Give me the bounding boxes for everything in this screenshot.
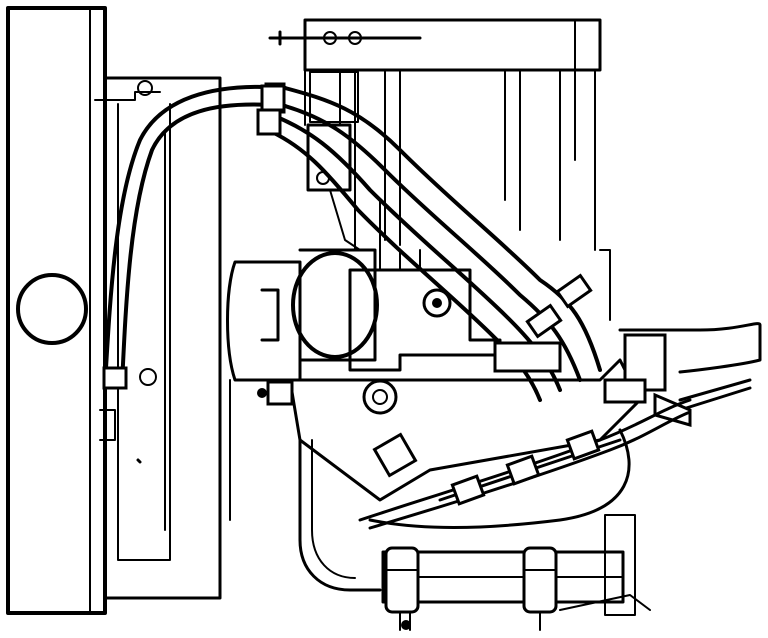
fuel-injection-pump (226, 248, 562, 382)
bracket-brace (559, 594, 651, 611)
radiator-mark (136, 458, 142, 464)
radiator-lower-bracket (99, 409, 116, 441)
radiator-upper-bracket (94, 91, 161, 101)
hose-outer-edge (103, 84, 287, 387)
bracket-bolt-right (522, 546, 558, 614)
hose-a-outer (283, 86, 602, 372)
fuel-filter-assembly (257, 322, 762, 502)
fuel-line-clamp-1 (450, 474, 486, 506)
filter-bolt-inner (372, 389, 388, 405)
pump-body-bolt (422, 288, 452, 318)
fuel-line-clamp-2 (505, 454, 541, 486)
radiator-bracket-bolt (137, 80, 153, 96)
oil-pan-inner (311, 439, 356, 579)
oil-pan-edge (298, 438, 382, 592)
head-right-edge (574, 19, 596, 251)
block-lines (329, 189, 401, 256)
frame-rail-right (604, 514, 636, 616)
radiator-side-tank (103, 76, 222, 600)
radiator-shroud (117, 103, 171, 561)
radiator-lower-bolt (139, 368, 157, 386)
fuel-line-1 (358, 398, 692, 522)
oil-pan (229, 379, 636, 616)
hose-bracket (306, 123, 352, 192)
filter-housing (288, 358, 642, 502)
hose-inner-edge (120, 102, 287, 387)
right-rod (678, 378, 752, 412)
radiator-core-frame (6, 6, 107, 615)
radiator-cap (16, 273, 88, 345)
hose-b-fitting (256, 108, 282, 136)
bracket-plate (309, 71, 359, 123)
pump-cap-slot (260, 288, 280, 342)
engine-block (268, 18, 611, 321)
head-ribs-inner (399, 69, 506, 201)
filter-left-fitting (266, 380, 294, 406)
top-rod-bolt-2 (348, 31, 362, 45)
hose-clamp-a (555, 273, 593, 309)
fuel-line-clamp-3 (565, 429, 601, 461)
fuel-line-2 (368, 410, 692, 530)
pump-body-bolt-center (432, 298, 442, 308)
pump-outlet-block (493, 341, 562, 373)
hose-bracket-stem (304, 69, 341, 126)
hose-a-fitting (260, 84, 286, 112)
right-pipe (618, 322, 762, 374)
head-ribs (354, 69, 561, 251)
filter-left-nut (257, 388, 267, 398)
hose-clamp-b (525, 303, 563, 339)
return-line (368, 428, 631, 529)
hose-clamp-lower (102, 366, 128, 390)
pump-end-cap (226, 260, 302, 382)
pump-housing (298, 248, 377, 362)
filter-union (372, 432, 418, 478)
fuel-lines (358, 398, 692, 530)
block-right (599, 249, 611, 321)
pump-drum (291, 251, 379, 359)
bracket-bolt-left (384, 546, 420, 614)
valve-cover (303, 18, 602, 72)
bracket-nut-left (401, 620, 411, 630)
top-rod-bolt (323, 31, 337, 45)
filter-bolt (362, 379, 398, 415)
radiator (6, 6, 222, 615)
pump-fins (379, 249, 421, 271)
connector-block (603, 378, 647, 404)
mounting-brackets (381, 546, 651, 631)
